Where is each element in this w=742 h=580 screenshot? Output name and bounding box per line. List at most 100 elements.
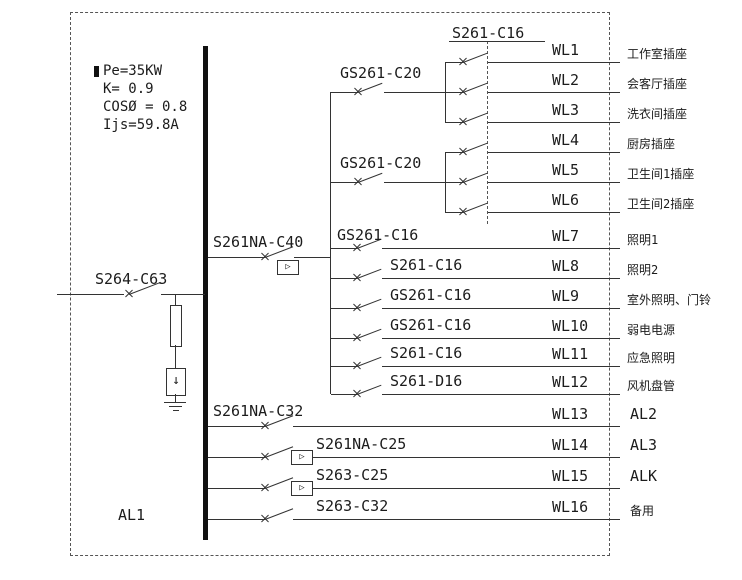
wire (331, 338, 357, 339)
load-label: 卫生间2插座 (627, 197, 695, 211)
trip-unit-icon: ▷ (277, 260, 299, 275)
main-breaker-label: S261NA-C40 (213, 233, 304, 251)
wire (331, 394, 357, 395)
breaker-label: GS261-C16 (337, 226, 419, 244)
wire (384, 92, 445, 93)
panel-boundary (70, 12, 610, 556)
circuit-id: WL15 (552, 467, 589, 485)
param-k: K= 0.9 (103, 81, 154, 97)
wire (293, 519, 620, 520)
circuit-id: WL4 (552, 131, 580, 149)
wire (445, 152, 463, 153)
wire (331, 308, 357, 309)
breaker-label: S263-C25 (316, 466, 389, 484)
socket-group-breaker-label: S261-C16 (452, 24, 525, 42)
circuit-id: WL8 (552, 257, 580, 275)
load-label: 应急照明 (627, 351, 676, 365)
wire (175, 345, 176, 368)
surge-arrester-icon: ↓ (166, 368, 186, 396)
wire (382, 308, 620, 309)
wire (208, 488, 265, 489)
wire (175, 295, 176, 305)
fuse-icon (170, 305, 182, 347)
circuit-id: WL13 (552, 405, 589, 423)
group-dashed-link (487, 41, 488, 224)
wire (488, 62, 620, 63)
load-label: 照明2 (627, 263, 659, 277)
wire (294, 257, 330, 258)
ground-icon (169, 406, 182, 407)
breaker-label: S261NA-C25 (316, 435, 407, 453)
wire (382, 278, 620, 279)
group2-breaker-label: GS261-C20 (340, 154, 422, 172)
wire (330, 92, 331, 394)
wire (208, 457, 265, 458)
load-label: ALK (630, 467, 658, 485)
wire (331, 248, 357, 249)
wire (488, 122, 620, 123)
wire (445, 122, 463, 123)
wire (331, 366, 357, 367)
circuit-id: WL11 (552, 345, 589, 363)
wire (488, 182, 620, 183)
wire (208, 257, 265, 258)
breaker-label: GS261-C16 (390, 286, 472, 304)
load-label: 照明1 (627, 233, 659, 247)
wire (449, 41, 545, 42)
circuit-id: WL5 (552, 161, 580, 179)
breaker-label: S261-D16 (390, 372, 463, 390)
trip-unit-icon: ▷ (291, 450, 313, 465)
load-label: 厨房插座 (627, 137, 676, 151)
circuit-id: WL3 (552, 101, 580, 119)
wire (445, 182, 463, 183)
wire (382, 248, 620, 249)
circuit-id: WL10 (552, 317, 589, 335)
breaker-label: S263-C32 (316, 497, 389, 515)
breaker-label: S261NA-C32 (213, 402, 304, 420)
wire (445, 62, 463, 63)
busbar (203, 46, 208, 540)
wire (293, 457, 620, 458)
load-label: 工作室插座 (627, 47, 688, 61)
param-pe: Pe=35KW (103, 63, 163, 79)
ground-icon (173, 410, 179, 411)
breaker-label: GS261-C16 (390, 316, 472, 334)
ground-icon (164, 402, 186, 403)
wire (382, 366, 620, 367)
circuit-id: WL7 (552, 227, 580, 245)
circuit-id: WL2 (552, 71, 580, 89)
wire (382, 394, 620, 395)
load-label: 洗衣间插座 (627, 107, 688, 121)
wire (208, 519, 265, 520)
wire (488, 92, 620, 93)
load-label: AL3 (630, 436, 658, 454)
load-label: 风机盘管 (627, 379, 676, 393)
panel-name-label: AL1 (118, 506, 146, 524)
wire (445, 212, 463, 213)
circuit-id: WL1 (552, 41, 580, 59)
wire (331, 182, 358, 183)
trip-unit-icon: ▷ (291, 481, 313, 496)
circuit-id: WL6 (552, 191, 580, 209)
group1-breaker-label: GS261-C20 (340, 64, 422, 82)
wire (331, 92, 358, 93)
wire (208, 426, 265, 427)
load-label: AL2 (630, 405, 658, 423)
breaker-label: S261-C16 (390, 256, 463, 274)
wire (175, 394, 176, 402)
load-label: 备用 (630, 504, 655, 518)
circuit-id: WL12 (552, 373, 589, 391)
wire (293, 426, 620, 427)
wire (488, 152, 620, 153)
load-label: 会客厅插座 (627, 77, 688, 91)
panel-parameters: Pe=35KW K= 0.9 COSØ = 0.8 Ijs=59.8A (103, 62, 187, 134)
wire (161, 294, 205, 295)
wire (384, 182, 445, 183)
incoming-breaker-label: S264-C63 (95, 270, 168, 288)
load-label: 卫生间1插座 (627, 167, 695, 181)
text-marker (94, 66, 99, 77)
param-cos: COSØ = 0.8 (103, 99, 188, 115)
wire (488, 212, 620, 213)
load-label: 弱电电源 (627, 323, 676, 337)
